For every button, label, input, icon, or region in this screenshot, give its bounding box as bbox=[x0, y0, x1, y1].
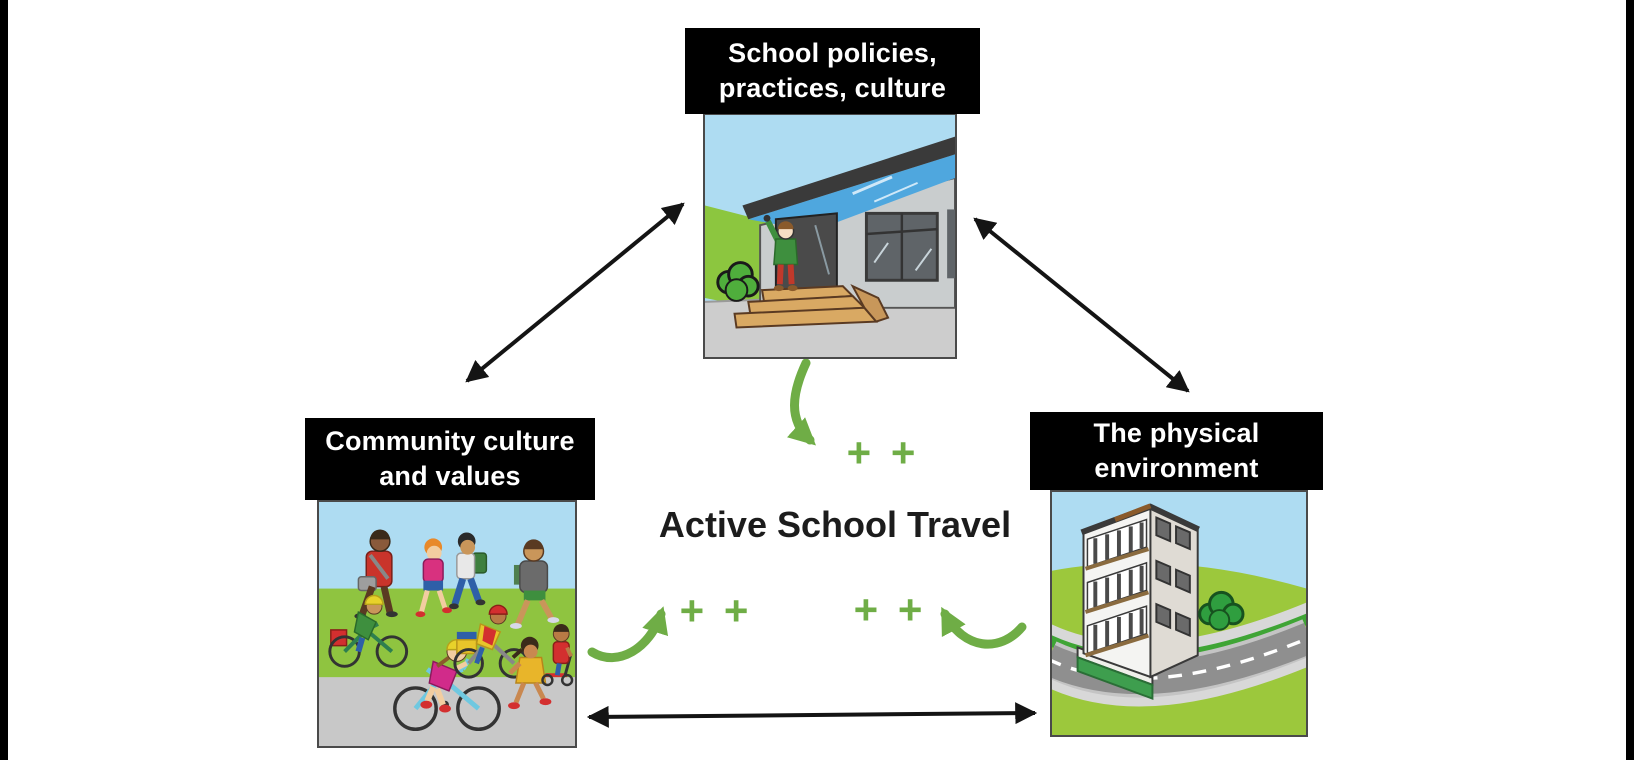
label-physical-environment: The physical environment bbox=[1030, 412, 1323, 490]
double-arrow-school-community bbox=[465, 202, 685, 383]
green-arrow-environment-to-ast bbox=[940, 606, 1027, 649]
double-arrow-school-environment bbox=[973, 217, 1190, 393]
children-walking-and-biking-illustration bbox=[319, 502, 575, 746]
positive-symbol-school: + + bbox=[846, 429, 920, 476]
label-school-policies: School policies, practices, culture bbox=[685, 28, 980, 114]
left-letterbox-bar bbox=[0, 0, 8, 760]
double-arrow-community-environment bbox=[586, 702, 1038, 728]
image-community-culture bbox=[317, 500, 577, 748]
green-arrow-school-to-ast bbox=[786, 358, 816, 446]
right-letterbox-bar bbox=[1626, 0, 1634, 760]
positive-symbol-community: + + bbox=[679, 587, 753, 634]
image-school-policies bbox=[703, 113, 957, 359]
image-physical-environment bbox=[1050, 490, 1308, 737]
label-community-culture: Community culture and values bbox=[305, 418, 595, 500]
apartment-building-and-road-illustration bbox=[1052, 492, 1306, 735]
green-arrow-community-to-ast bbox=[587, 606, 669, 663]
positive-symbol-environment: + + bbox=[853, 586, 927, 633]
school-entrance-with-child-illustration bbox=[705, 115, 955, 357]
center-title-active-school-travel: Active School Travel bbox=[658, 504, 1012, 545]
